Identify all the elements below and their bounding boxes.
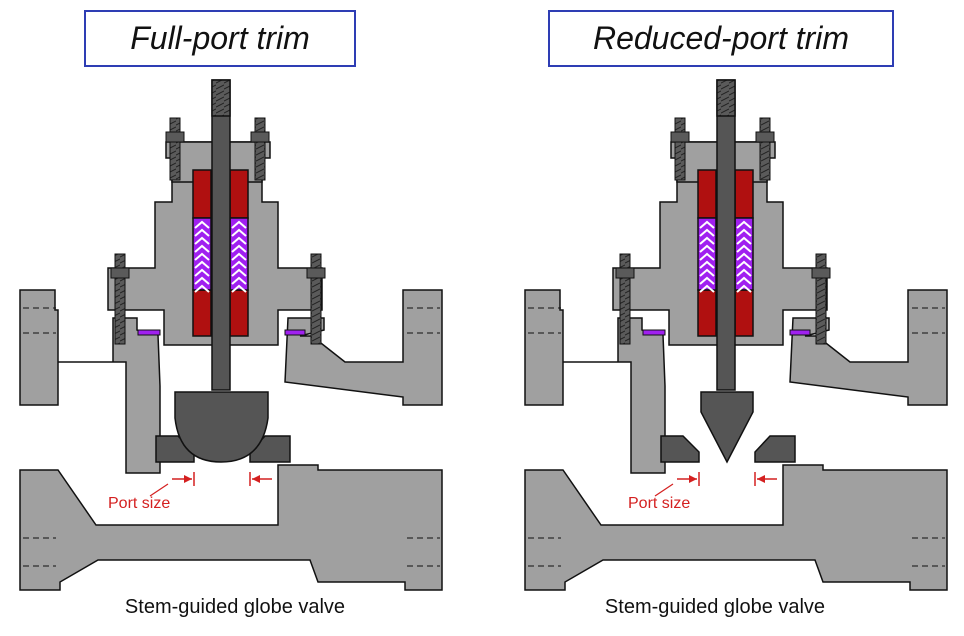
gasket-left <box>642 329 666 336</box>
spring-coil <box>231 244 247 253</box>
spring-coil <box>699 228 715 237</box>
gasket-right <box>284 329 306 336</box>
bolt <box>114 253 126 345</box>
spring-coil <box>736 220 752 229</box>
spring-coil <box>736 260 752 269</box>
bolt-nut <box>165 131 185 143</box>
spring-coil <box>231 236 247 245</box>
packing-lower-left <box>192 289 212 337</box>
full-port-valve <box>19 79 443 591</box>
packing-lower-left <box>697 289 717 337</box>
spring-coil <box>231 268 247 277</box>
port-leader <box>149 483 169 497</box>
bolt <box>169 117 181 181</box>
spring-coil <box>231 220 247 229</box>
spring-coil <box>194 260 210 269</box>
spring-coil <box>736 236 752 245</box>
stem-thread <box>716 79 736 117</box>
bolt-nut <box>110 267 130 279</box>
spring-coil <box>699 260 715 269</box>
spring-coil <box>194 244 210 253</box>
gasket-right <box>789 329 811 336</box>
port-arrowhead-left <box>184 475 192 483</box>
spring-coil <box>699 244 715 253</box>
spring-coil <box>699 276 715 285</box>
port-arrowhead-left <box>689 475 697 483</box>
port-size-label-right: Port size <box>628 495 691 512</box>
bolt-nut <box>670 131 690 143</box>
bolt <box>759 117 771 181</box>
valve-plug <box>174 391 269 463</box>
bolt-nut <box>306 267 326 279</box>
reduced-port-title: Reduced-port trim <box>548 10 894 67</box>
lower-body <box>19 464 443 591</box>
bolt-nut <box>755 131 775 143</box>
bolt-nut <box>811 267 831 279</box>
caption-left: Stem-guided globe valve <box>124 596 346 618</box>
stem-thread <box>211 79 231 117</box>
bolt <box>674 117 686 181</box>
bolt <box>254 117 266 181</box>
packing-lower-right <box>229 289 249 337</box>
spring-coil <box>736 252 752 261</box>
spring-coil <box>231 252 247 261</box>
packing-upper-right <box>229 169 249 219</box>
reduced-port-valve <box>524 79 948 591</box>
spring-coil <box>736 228 752 237</box>
spring-coil <box>699 252 715 261</box>
seat-ring-right <box>754 435 796 463</box>
spring-coil <box>194 236 210 245</box>
full-port-title: Full-port trim <box>84 10 356 67</box>
spring-coil <box>699 268 715 277</box>
spring-coil <box>699 220 715 229</box>
valve-stem <box>211 79 231 391</box>
spring-coil <box>194 252 210 261</box>
lower-body <box>524 464 948 591</box>
bolt-nut <box>615 267 635 279</box>
port-arrowhead-right <box>757 475 765 483</box>
packing-lower-right <box>734 289 754 337</box>
spring-coil <box>194 284 210 293</box>
spring-coil <box>194 276 210 285</box>
spring-coil <box>231 276 247 285</box>
spring-coil <box>194 228 210 237</box>
spring-coil <box>736 276 752 285</box>
port-leader <box>654 483 674 497</box>
spring-coil <box>231 284 247 293</box>
spring-coil <box>231 228 247 237</box>
spring-coil <box>699 284 715 293</box>
valve-stem <box>716 79 736 391</box>
caption-right: Stem-guided globe valve <box>604 596 826 618</box>
spring-coil <box>736 284 752 293</box>
spring-coil <box>736 268 752 277</box>
spring-coil <box>736 244 752 253</box>
watermark: InstrumentationTools.com <box>632 564 781 579</box>
seat-ring-left <box>660 435 700 463</box>
spring-coil <box>699 236 715 245</box>
port-size-label-left: Port size <box>108 495 171 512</box>
bolt <box>619 253 631 345</box>
packing-upper-left <box>192 169 212 219</box>
spring-coil <box>194 268 210 277</box>
upper-left-body <box>19 289 161 474</box>
valve-plug <box>700 391 754 464</box>
bolt <box>310 253 322 345</box>
bolt-nut <box>250 131 270 143</box>
spring-coil <box>231 260 247 269</box>
bolt <box>815 253 827 345</box>
packing-upper-right <box>734 169 754 219</box>
spring-coil <box>194 220 210 229</box>
upper-left-body <box>524 289 666 474</box>
port-arrowhead-right <box>252 475 260 483</box>
gasket-left <box>137 329 161 336</box>
packing-upper-left <box>697 169 717 219</box>
